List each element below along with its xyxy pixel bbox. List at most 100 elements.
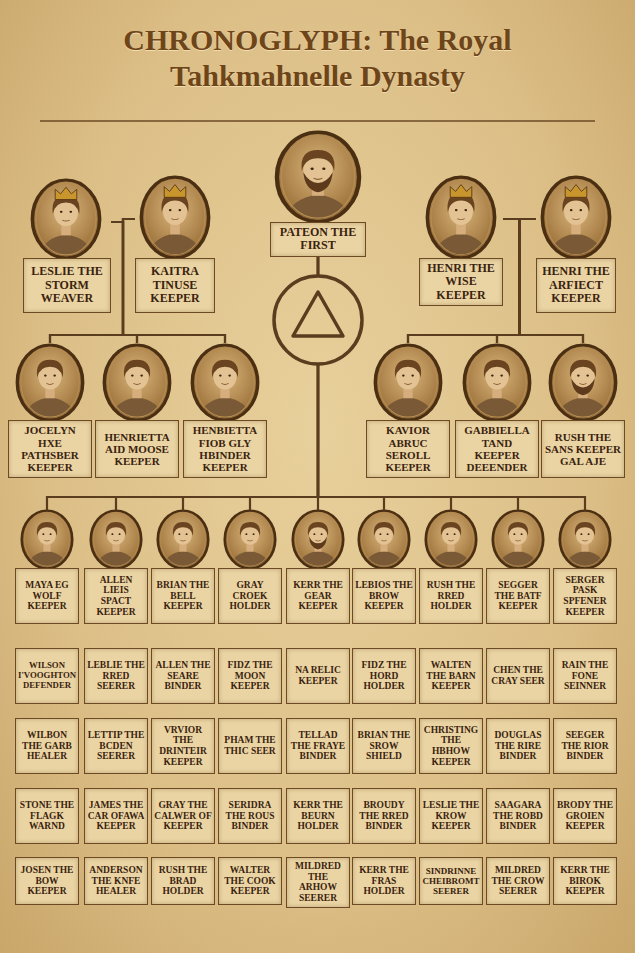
person-node: PATEON THE FIRST xyxy=(270,130,366,257)
person-name: LEBLIE THE RRED SEERER xyxy=(87,660,145,692)
name-plate: KAITRA TINUSE KEEPER xyxy=(135,258,215,313)
name-plate: VRVIOR THE DRINTEIR KEEPER xyxy=(151,718,215,774)
person-node: TELLAD THE FRAYE BINDER xyxy=(286,718,350,774)
name-plate: HENRIETTA AID MOOSE KEEPER xyxy=(95,420,179,478)
person-node: HENBIETTA FIOB GLY HBINDER KEEPER xyxy=(183,343,267,478)
name-plate: TELLAD THE FRAYE BINDER xyxy=(286,718,350,774)
name-plate: SAAGARA THE ROBD BINDER xyxy=(486,788,550,844)
name-plate: STONE THE FLAGK WARND xyxy=(15,788,79,844)
person-node: GRAY THE CALWER OF KEEPER xyxy=(151,788,215,844)
name-plate: MILDRED THE ARHOW SEERER xyxy=(286,857,350,908)
person-name: LEBIOS THE BROW KEEPER xyxy=(355,580,413,612)
person-node: LEBLIE THE RRED SEERER xyxy=(84,648,148,704)
person-node: BRODY THE GROIEN KEEPER xyxy=(553,788,617,844)
person-node: KERR THE BIROK KEEPER xyxy=(553,857,617,905)
name-plate: BROUDY THE RRED BINDER xyxy=(352,788,416,844)
name-plate: GRAY CROEK HOLDER xyxy=(218,568,282,624)
name-plate: HENRI THE WISE KEEPER xyxy=(419,258,503,306)
person-node: SERGER PASK SPFENER KEEPER xyxy=(553,510,617,624)
person-name: KAVIOR ABRUC SEROLL KEEPER xyxy=(369,424,447,473)
name-plate: ALLEN THE SEARE BINDER xyxy=(151,648,215,704)
person-name: FIDZ THE HORD HOLDER xyxy=(355,660,413,692)
name-plate: MILDRED THE CROW SEERER xyxy=(486,857,550,905)
person-node: ALLEN THE SEARE BINDER xyxy=(151,648,215,704)
person-name: ANDERSON THE KNFE HEALER xyxy=(87,865,145,897)
portrait xyxy=(426,511,476,570)
portrait-space xyxy=(366,343,450,420)
person-node: KERR THE FRAS HOLDER xyxy=(352,857,416,905)
name-plate: BRIAN THE BELL KEEPER xyxy=(151,568,215,624)
person-name: TELLAD THE FRAYE BINDER xyxy=(289,730,347,762)
person-name: KAITRA TINUSE KEEPER xyxy=(138,265,212,305)
person-node: BROUDY THE RRED BINDER xyxy=(352,788,416,844)
person-node: SEGGER THE BATF KEEPER xyxy=(486,510,550,624)
person-name: RAIN THE FONE SEINNER xyxy=(556,660,614,692)
person-name: CHEN THE CRAY SEER xyxy=(489,665,547,686)
person-name: FIDZ THE MOON KEEPER xyxy=(221,660,279,692)
person-node: GRAY CROEK HOLDER xyxy=(218,510,282,624)
person-name: BRIAN THE BELL KEEPER xyxy=(154,580,212,612)
person-node: WILSON I'VOOGHTON DEFENDER xyxy=(15,648,79,704)
name-plate: HENRI THE ARFIECT KEEPER xyxy=(536,258,616,313)
portrait xyxy=(225,511,275,570)
person-node: HENRI THE WISE KEEPER xyxy=(419,175,503,306)
lineage-line xyxy=(111,222,225,343)
name-plate: RUSH THE BRAD HOLDER xyxy=(151,857,215,905)
portrait-space xyxy=(135,175,215,258)
portrait-space xyxy=(218,510,282,568)
person-name: WILSON I'VOOGHTON DEFENDER xyxy=(18,661,76,690)
person-name: KERR THE FRAS HOLDER xyxy=(355,865,413,897)
person-name: PHAM THE THIC SEER xyxy=(221,735,279,756)
person-node: BRIAN THE BELL KEEPER xyxy=(151,510,215,624)
person-name: HENRI THE WISE KEEPER xyxy=(422,262,500,302)
person-node: GABBIELLA TAND KEEPER DEEENDER xyxy=(455,343,539,478)
person-node: RAIN THE FONE SEINNER xyxy=(553,648,617,704)
person-node: BRIAN THE SROW SHIELD xyxy=(352,718,416,774)
portrait-space xyxy=(541,343,625,420)
diagram-title: CHRONOGLYPH: The Royal Tahkmahnelle Dyna… xyxy=(48,22,588,94)
portrait-space xyxy=(8,343,92,420)
person-node: RUSH THE SANS KEEPER GAL AJE xyxy=(541,343,625,478)
portrait-space xyxy=(419,510,483,568)
portrait xyxy=(141,177,208,260)
name-plate: WILBON THE GARB HEALER xyxy=(15,718,79,774)
person-name: GABBIELLA TAND KEEPER DEEENDER xyxy=(458,424,536,473)
name-plate: RAIN THE FONE SEINNER xyxy=(553,648,617,704)
person-node: RUSH THE RRED HOLDER xyxy=(419,510,483,624)
portrait-space xyxy=(352,510,416,568)
person-node: WALTEN THE BARN KEEPER xyxy=(419,648,483,704)
portrait-space xyxy=(95,343,179,420)
person-node: MAYA EG WOLF KEEPER xyxy=(15,510,79,624)
name-plate: LEBLIE THE RRED SEERER xyxy=(84,648,148,704)
name-plate: JOSEN THE BOW KEEPER xyxy=(15,857,79,905)
name-plate: WALTEN THE BARN KEEPER xyxy=(419,648,483,704)
name-plate: SERGER PASK SPFENER KEEPER xyxy=(553,568,617,624)
name-plate: WALTER THE COOK KEEPER xyxy=(218,857,282,905)
person-name: JOSEN THE BOW KEEPER xyxy=(18,865,76,897)
lineage-line xyxy=(123,219,225,343)
name-plate: LETTIP THE BCDEN SEERER xyxy=(84,718,148,774)
portrait-space xyxy=(84,510,148,568)
name-plate: BRODY THE GROIEN KEEPER xyxy=(553,788,617,844)
person-name: KERR THE GEAR KEEPER xyxy=(289,580,347,612)
person-name: WALTER THE COOK KEEPER xyxy=(221,865,279,897)
name-plate: KERR THE GEAR KEEPER xyxy=(286,568,350,624)
emblem-circle xyxy=(274,276,362,364)
person-node: NA RELIC KEEPER xyxy=(286,648,350,704)
person-name: ALLEN LIEIS SPACT KEEPER xyxy=(87,575,145,618)
name-plate: HENBIETTA FIOB GLY HBINDER KEEPER xyxy=(183,420,267,478)
person-node: MILDRED THE ARHOW SEERER xyxy=(286,857,350,908)
portrait xyxy=(375,345,440,422)
portrait-space xyxy=(23,178,111,258)
person-name: GRAY THE CALWER OF KEEPER xyxy=(154,800,212,832)
title-block: CHRONOGLYPH: The Royal Tahkmahnelle Dyna… xyxy=(0,22,635,94)
person-node: ALLEN LIEIS SPACT KEEPER xyxy=(84,510,148,624)
portrait xyxy=(192,345,257,422)
name-plate: RUSH THE SANS KEEPER GAL AJE xyxy=(541,420,625,478)
name-plate: MAYA EG WOLF KEEPER xyxy=(15,568,79,624)
portrait-space xyxy=(553,510,617,568)
name-plate: GRAY THE CALWER OF KEEPER xyxy=(151,788,215,844)
person-name: SERIDRA THE ROUS BINDER xyxy=(221,800,279,832)
name-plate: RUSH THE RRED HOLDER xyxy=(419,568,483,624)
